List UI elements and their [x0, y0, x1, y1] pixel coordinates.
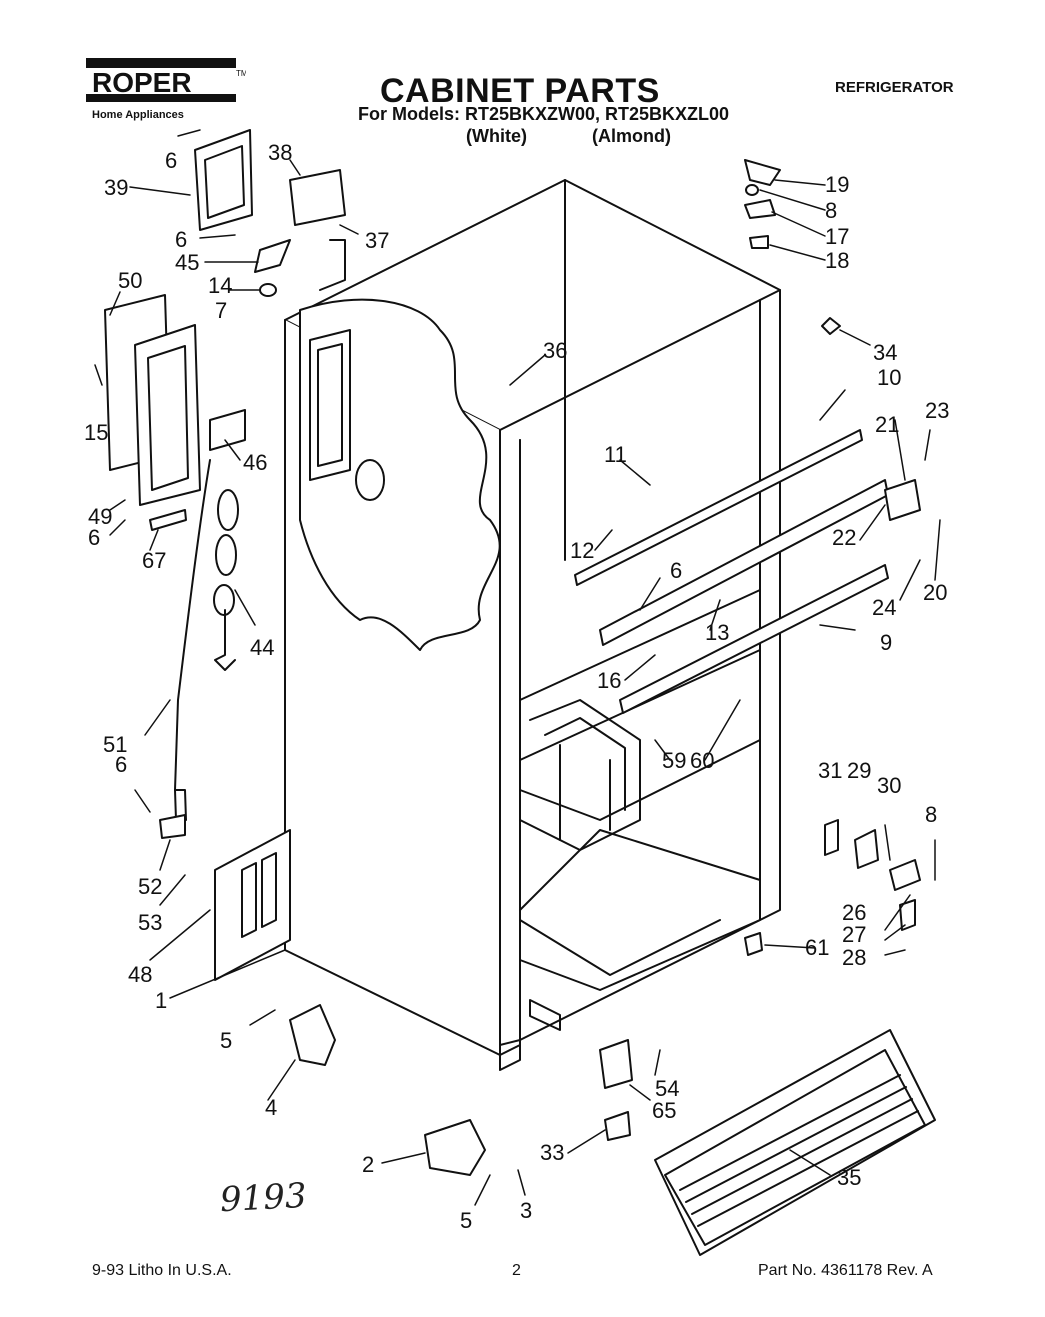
callout-27: 27 — [842, 922, 866, 947]
part-callouts: 1 2 3 4 5 5 6 6 6 6 6 7 8 8 9 10 11 12 1… — [84, 140, 949, 1233]
top-hinge-parts — [744, 159, 841, 335]
callout-6a: 6 — [165, 148, 177, 173]
callout-61: 61 — [805, 935, 829, 960]
callout-31: 31 — [818, 758, 842, 783]
handwritten-note: 9193 — [219, 1175, 308, 1221]
callout-44: 44 — [250, 635, 274, 660]
callout-4: 4 — [265, 1095, 277, 1120]
callout-12: 12 — [570, 538, 594, 563]
callout-60: 60 — [690, 748, 714, 773]
callout-5b: 5 — [460, 1208, 472, 1233]
callout-8b: 8 — [925, 802, 937, 827]
trademark: TM — [236, 69, 246, 78]
callout-48: 48 — [128, 962, 152, 987]
roper-logo: ROPER TM Home Appliances — [86, 56, 248, 126]
callout-21: 21 — [875, 412, 899, 437]
callout-50: 50 — [118, 268, 142, 293]
callout-28: 28 — [842, 945, 866, 970]
callout-18: 18 — [825, 248, 849, 273]
callout-36: 36 — [543, 338, 567, 363]
callout-65: 65 — [652, 1098, 676, 1123]
callout-29: 29 — [847, 758, 871, 783]
brand-name: ROPER — [92, 67, 192, 98]
callout-14: 14 — [208, 273, 232, 298]
callout-6b: 6 — [175, 227, 187, 252]
callout-67: 67 — [142, 548, 166, 573]
callout-49: 49 — [88, 504, 112, 529]
callout-26: 26 — [842, 900, 866, 925]
bottom-components — [289, 819, 936, 1256]
callout-45: 45 — [175, 250, 199, 275]
callout-51: 51 — [103, 732, 127, 757]
callout-19: 19 — [825, 172, 849, 197]
callout-52: 52 — [138, 874, 162, 899]
callout-2: 2 — [362, 1152, 374, 1177]
callout-46: 46 — [243, 450, 267, 475]
callout-22: 22 — [832, 525, 856, 550]
brand-tagline: Home Appliances — [92, 109, 184, 121]
callout-3: 3 — [520, 1198, 532, 1223]
callout-5: 5 — [220, 1028, 232, 1053]
callout-8a: 8 — [825, 198, 837, 223]
cabinet-outline — [214, 179, 781, 1071]
callout-1: 1 — [155, 988, 167, 1013]
callout-35: 35 — [837, 1165, 861, 1190]
callout-33: 33 — [540, 1140, 564, 1165]
left-components — [104, 129, 346, 839]
callout-16: 16 — [597, 668, 621, 693]
leader-lines — [94, 129, 941, 1206]
callout-37: 37 — [365, 228, 389, 253]
callout-7: 7 — [215, 298, 227, 323]
callout-23: 23 — [925, 398, 949, 423]
appliance-category: REFRIGERATOR — [835, 79, 954, 96]
callout-53: 53 — [138, 910, 162, 935]
callout-10: 10 — [877, 365, 901, 390]
cabinet-rails — [574, 429, 921, 714]
page-title: CABINET PARTS — [380, 72, 660, 110]
callout-34: 34 — [873, 340, 897, 365]
page-number: 2 — [512, 1262, 521, 1279]
callout-13: 13 — [705, 620, 729, 645]
callout-24: 24 — [872, 595, 896, 620]
finish-almond-label: (Almond) — [592, 126, 671, 146]
callout-39: 39 — [104, 175, 128, 200]
callout-38: 38 — [268, 140, 292, 165]
callout-6c: 6 — [88, 525, 100, 550]
callout-11: 11 — [604, 442, 627, 467]
callout-20: 20 — [923, 580, 947, 605]
model-list: For Models: RT25BKXZW00, RT25BKXZL00 — [358, 104, 730, 124]
callout-54: 54 — [655, 1076, 679, 1101]
callout-17: 17 — [825, 224, 849, 249]
callout-59: 59 — [662, 748, 686, 773]
callout-6d: 6 — [670, 558, 682, 583]
finish-white-label: (White) — [466, 126, 527, 146]
callout-15: 15 — [84, 420, 108, 445]
part-number: Part No. 4361178 Rev. A — [758, 1262, 933, 1279]
print-info: 9-93 Litho In U.S.A. — [92, 1262, 232, 1279]
callout-6e: 6 — [115, 752, 127, 777]
callout-30: 30 — [877, 773, 901, 798]
callout-9: 9 — [880, 630, 892, 655]
